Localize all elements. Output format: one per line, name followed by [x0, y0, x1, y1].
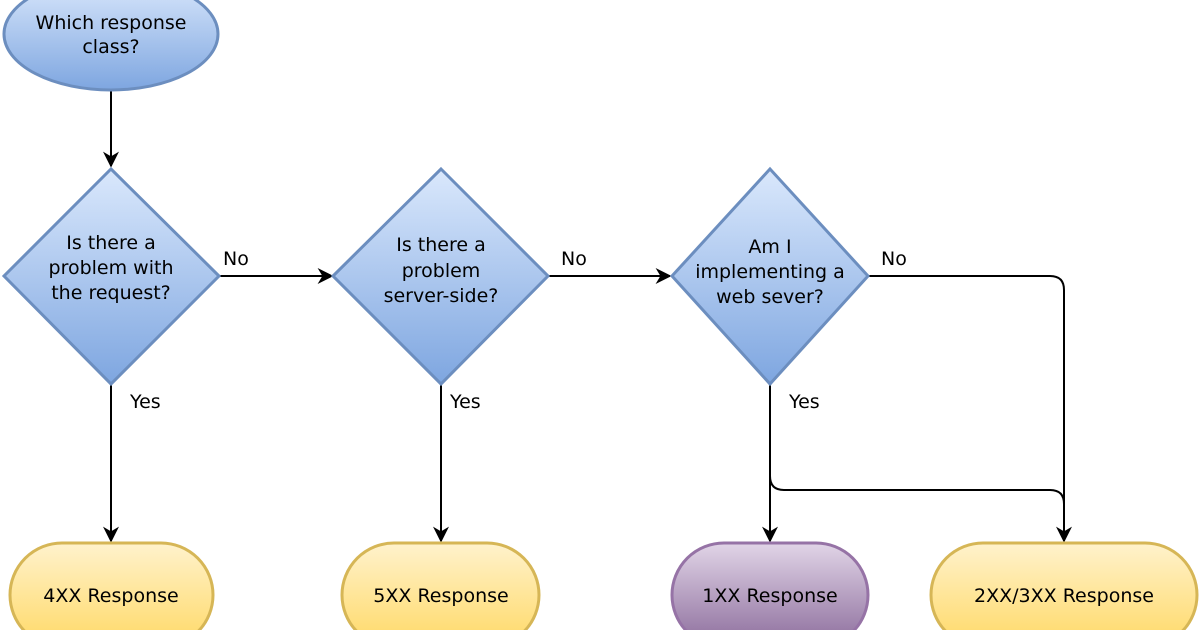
start-node-line2: class? [82, 36, 139, 58]
terminal-5xx-label: 5XX Response [373, 585, 508, 607]
edge-label-q2-no: No [561, 248, 587, 270]
edge-q3-yes-branch [769, 475, 1065, 505]
terminal-1xx: 1XX Response [670, 541, 870, 630]
start-node: Which response class? [2, 0, 220, 92]
decision-webserver-line1: Am I [748, 236, 791, 258]
decision-server-problem: Is there a problem server-side? [330, 166, 551, 387]
decision-request-problem: Is there a problem with the request? [1, 166, 222, 387]
edge-q3-no [868, 275, 1072, 543]
terminal-5xx: 5XX Response [340, 541, 541, 630]
decision-web-server: Am I implementing a web sever? [669, 166, 871, 387]
terminal-4xx-label: 4XX Response [43, 585, 178, 607]
start-node-line1: Which response [36, 12, 187, 34]
decision-server-line2: problem [402, 260, 481, 282]
decision-request-line2: problem with [49, 257, 174, 279]
decision-server-line1: Is there a [396, 234, 486, 256]
decision-server-line3: server-side? [384, 285, 499, 307]
terminal-2xx-3xx: 2XX/3XX Response [929, 541, 1199, 630]
decision-webserver-line2: implementing a [695, 261, 845, 283]
edge-label-q1-yes: Yes [129, 391, 161, 413]
edge-label-q3-no: No [881, 248, 907, 270]
decision-webserver-line3: web sever? [716, 286, 824, 308]
terminal-1xx-label: 1XX Response [702, 585, 837, 607]
terminal-4xx: 4XX Response [8, 541, 215, 630]
terminal-2xx-3xx-label: 2XX/3XX Response [974, 585, 1154, 607]
edge-label-q2-yes: Yes [449, 391, 481, 413]
edge-label-q1-no: No [223, 248, 249, 270]
edge-label-q3-yes: Yes [788, 391, 820, 413]
decision-request-line1: Is there a [66, 232, 156, 254]
decision-request-line3: the request? [51, 282, 171, 304]
